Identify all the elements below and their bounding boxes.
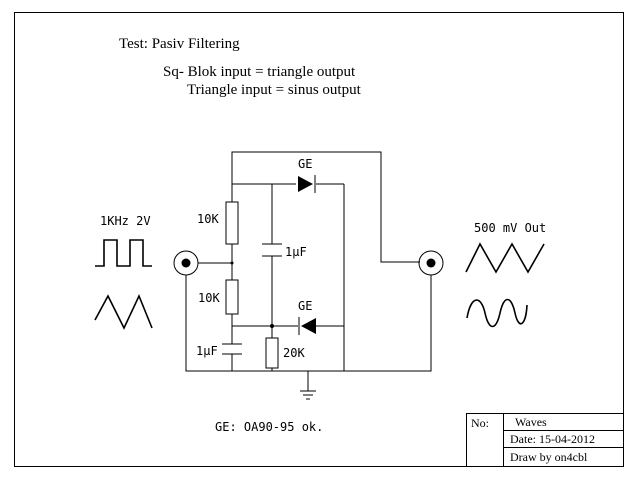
resistor-20k-label: 20K xyxy=(283,346,305,360)
capacitor-left-label: 1µF xyxy=(196,344,218,358)
output-connector xyxy=(418,250,444,276)
resistor-10k-top xyxy=(225,201,239,245)
capacitor-center-label: 1µF xyxy=(285,245,307,259)
diode-top-label: GE xyxy=(298,157,312,171)
resistor-mid-label: 10K xyxy=(198,291,220,305)
diode-bottom-label: GE xyxy=(298,299,312,313)
resistor-20k xyxy=(265,337,279,369)
drawing-frame xyxy=(14,12,624,467)
diode-top xyxy=(298,175,316,193)
input-connector xyxy=(173,250,199,276)
resistor-top-label: 10K xyxy=(197,212,219,226)
header-line-2: Triangle input = sinus output xyxy=(187,82,362,98)
title-block-name: Waves xyxy=(515,415,547,429)
header-line-1: Sq- Blok input = triangle output xyxy=(163,64,356,80)
triangle-wave-icon xyxy=(94,294,153,330)
title-block-author: Draw by on4cbl xyxy=(510,450,588,464)
capacitor-left xyxy=(222,343,242,355)
square-wave-icon xyxy=(95,239,152,267)
sine-output-icon xyxy=(466,298,528,328)
title-block-date: Date: 15-04-2012 xyxy=(510,432,595,446)
junction-dot xyxy=(230,261,234,265)
title-block-no-label: No: xyxy=(471,416,489,430)
circuit-wires xyxy=(185,151,432,400)
resistor-10k-mid xyxy=(225,279,239,315)
title-block xyxy=(466,413,624,467)
germanium-note: GE: OA90-95 ok. xyxy=(215,420,323,434)
output-signal-label: 500 mV Out xyxy=(474,221,546,235)
header-title: Test: Pasiv Filtering xyxy=(119,36,240,52)
diode-bottom xyxy=(298,317,316,335)
input-signal-label: 1KHz 2V xyxy=(100,214,151,228)
triangle-output-icon xyxy=(465,242,545,274)
capacitor-center xyxy=(262,243,282,257)
junction-dot xyxy=(270,324,274,328)
